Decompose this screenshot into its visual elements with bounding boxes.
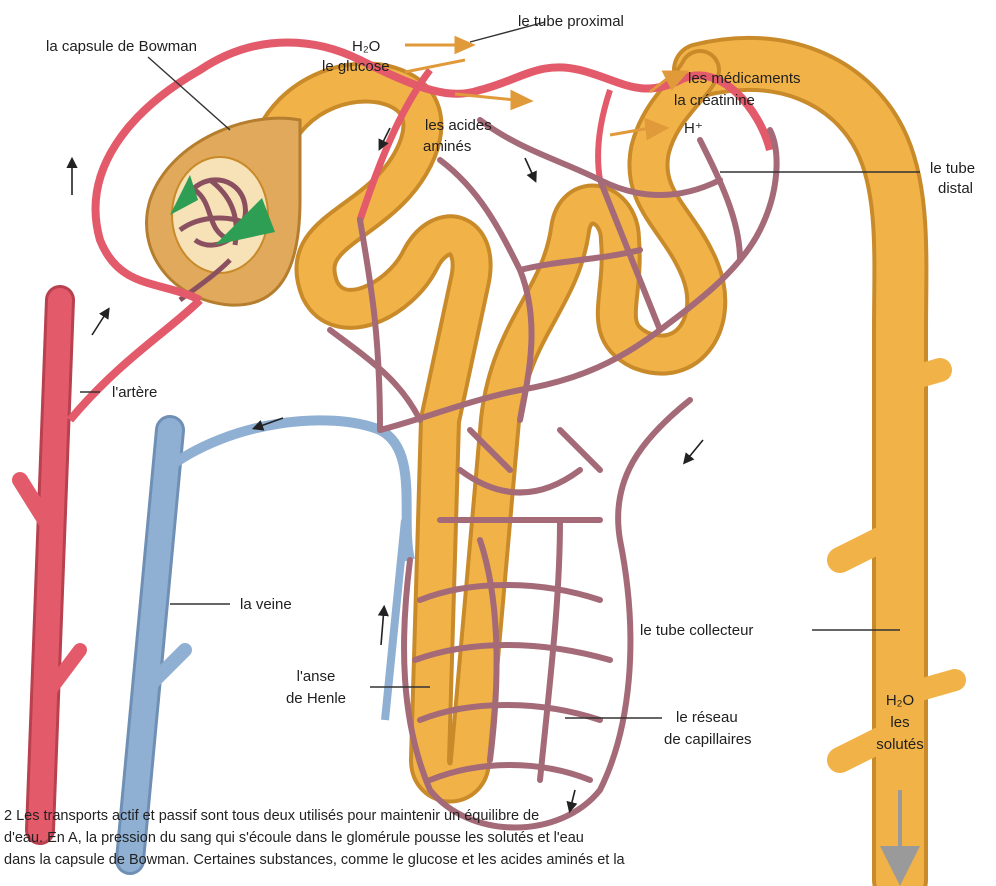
label-capillary-network-2: de capillaires bbox=[664, 731, 752, 749]
caption-line-3: dans la capsule de Bowman. Certaines sub… bbox=[4, 849, 884, 871]
label-amino-acids-2: aminés bbox=[423, 138, 471, 156]
collecting-duct bbox=[700, 64, 955, 880]
label-distal-tube-2: distal bbox=[938, 180, 973, 198]
label-les: les bbox=[870, 714, 930, 732]
vein bbox=[130, 420, 410, 860]
label-collecting-duct: le tube collecteur bbox=[640, 622, 753, 640]
figure-caption: 2 Les transports actif et passif sont to… bbox=[4, 805, 884, 871]
label-glucose: le glucose bbox=[322, 58, 390, 76]
label-h2o-bottom: H₂O bbox=[870, 692, 930, 710]
label-h2o-top: H₂O bbox=[352, 38, 380, 56]
label-artery: l'artère bbox=[112, 384, 157, 402]
label-distal-tube-1: le tube bbox=[930, 160, 975, 178]
label-amino-acids-1: les acides bbox=[425, 117, 492, 135]
caption-line-2: d'eau. En A, la pression du sang qui s'é… bbox=[4, 827, 884, 849]
label-vein: la veine bbox=[240, 596, 292, 614]
label-creatinine: la créatinine bbox=[674, 92, 755, 110]
label-henle-loop-2: de Henle bbox=[266, 690, 366, 708]
label-capillary-network-1: le réseau bbox=[676, 709, 738, 727]
bowman-capsule bbox=[147, 118, 300, 305]
label-solutes: solutés bbox=[862, 736, 938, 754]
label-medicaments: les médicaments bbox=[688, 70, 801, 88]
label-bowman-capsule: la capsule de Bowman bbox=[46, 38, 197, 56]
caption-line-1: 2 Les transports actif et passif sont to… bbox=[4, 805, 884, 827]
label-hplus: H⁺ bbox=[684, 120, 703, 138]
label-henle-loop-1: l'anse bbox=[284, 668, 348, 686]
label-proximal-tube: le tube proximal bbox=[518, 13, 624, 31]
